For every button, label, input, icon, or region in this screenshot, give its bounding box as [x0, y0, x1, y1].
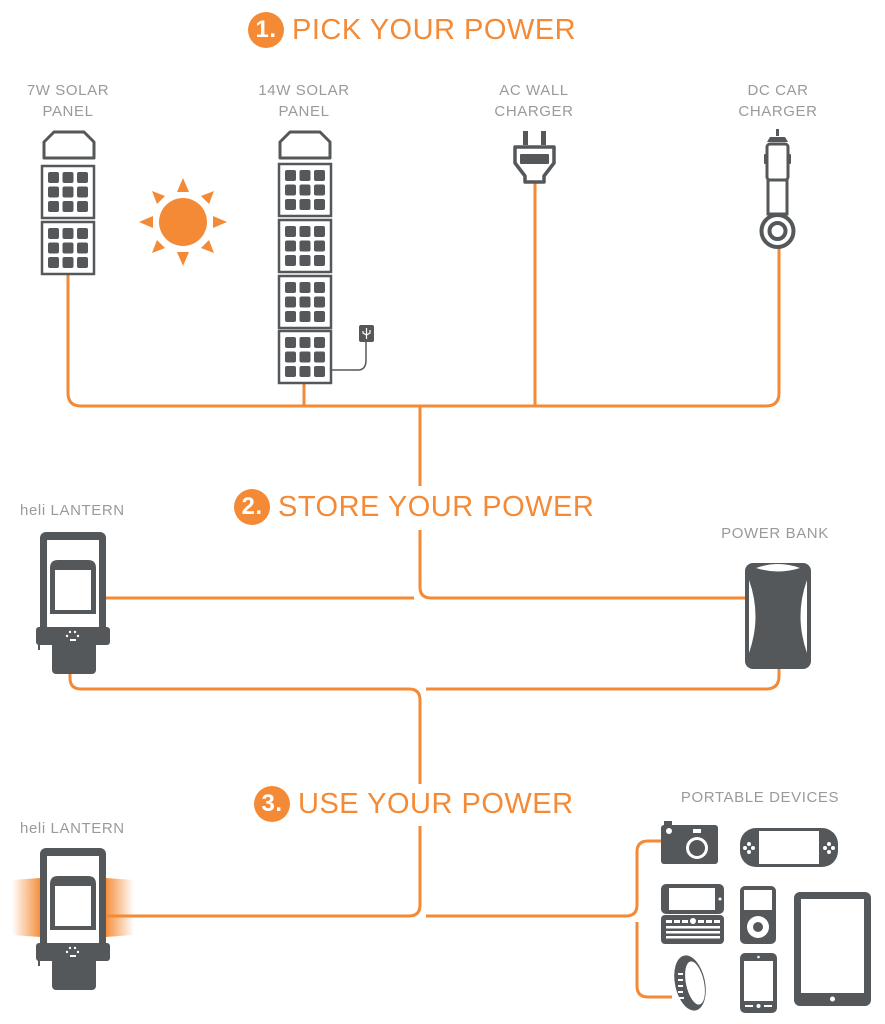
solar-panel-14w-icon: [277, 130, 374, 385]
label-storage-lantern: heli LANTERN: [20, 502, 125, 519]
step-2-title: STORE YOUR POWER: [278, 490, 595, 523]
powerbank-out-line: [426, 668, 781, 691]
step-3-number-badge: 3.: [254, 786, 290, 822]
connector-to-use-lantern: [104, 826, 422, 918]
camera-icon: [661, 821, 718, 864]
wall-plug-icon: [513, 131, 556, 184]
step-1-title: PICK YOUR POWER: [292, 13, 577, 46]
label-14w-solar-panel: 14W SOLAR PANEL: [258, 82, 350, 120]
step-3-heading: 3. USE YOUR POWER: [250, 786, 578, 822]
tablet-icon: [794, 892, 871, 1006]
label-dc-car-charger: DC CAR CHARGER: [738, 82, 818, 120]
connector-to-devices: [426, 839, 662, 918]
step-2-heading: 2. STORE YOUR POWER: [230, 489, 599, 525]
smartphone-icon: [740, 953, 777, 1013]
step-1-heading: 1. PICK YOUR POWER: [244, 12, 581, 48]
connector-to-powerbank: [418, 530, 745, 600]
solar-panel-7w-icon: [40, 130, 96, 276]
label-7w-solar-panel: 7W SOLAR PANEL: [26, 82, 110, 120]
label-use-lantern: heli LANTERN: [20, 820, 125, 837]
source-bus-line: [66, 248, 781, 408]
mp3-player-icon: [740, 886, 776, 944]
connector-lines: [66, 180, 781, 999]
sun-icon: [139, 178, 227, 266]
game-console-icon: [740, 828, 838, 867]
keyboard-phone-icon: [661, 884, 724, 944]
label-power-bank: POWER BANK: [721, 525, 829, 542]
step-2-number-badge: 2.: [234, 489, 270, 525]
label-ac-wall-charger: AC WALL CHARGER: [494, 82, 574, 120]
power-bank-icon: [745, 563, 811, 669]
usb-connector-icon: [359, 325, 374, 342]
lantern-glowing-icon: [12, 848, 134, 990]
fitness-band-icon: [674, 955, 706, 1011]
lantern-out-line: [68, 668, 422, 784]
label-portable-devices: PORTABLE DEVICES: [680, 789, 840, 806]
step-1-number-badge: 1.: [248, 12, 284, 48]
lantern-icon: [36, 532, 110, 674]
car-charger-icon: [759, 129, 796, 249]
step-3-title: USE YOUR POWER: [298, 787, 574, 820]
connector-to-band: [635, 922, 672, 999]
